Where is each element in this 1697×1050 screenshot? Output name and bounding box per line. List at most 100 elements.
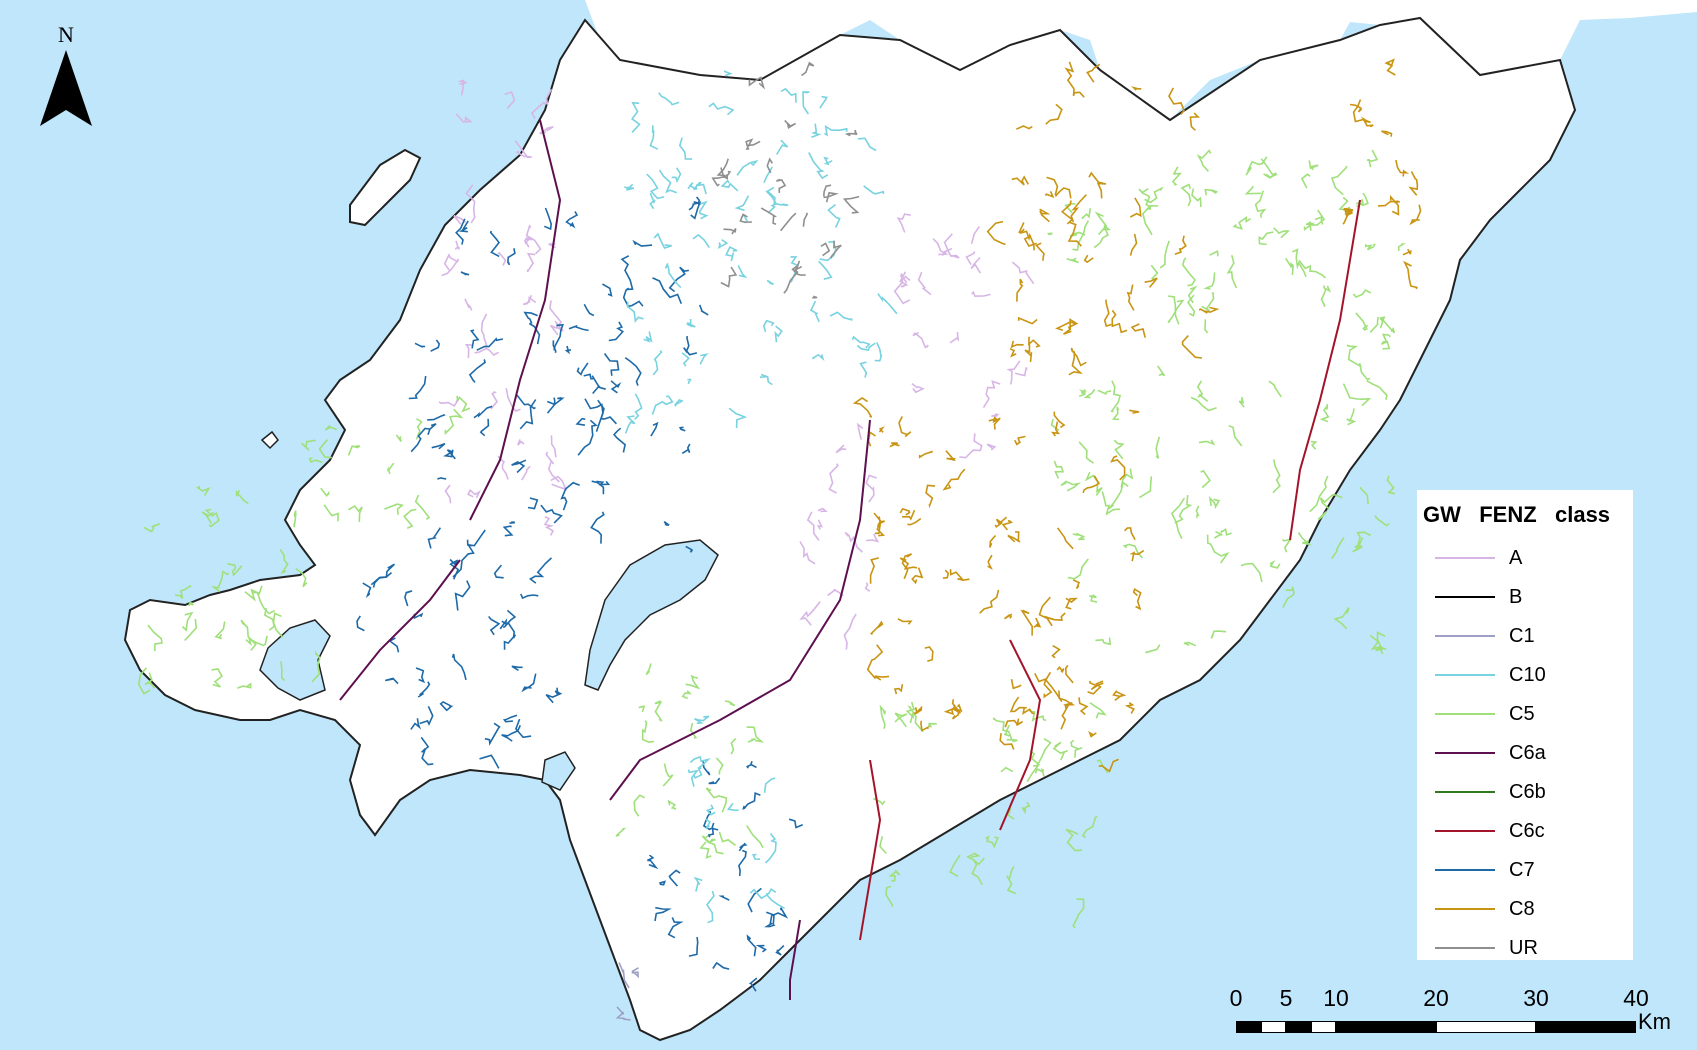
river-segment (1244, 185, 1261, 195)
river-segment (1361, 116, 1374, 128)
river-segment (1111, 309, 1128, 334)
river-segment (1016, 278, 1024, 302)
river-segment (1067, 221, 1082, 247)
river-segment (874, 341, 883, 362)
river-segment (699, 353, 709, 365)
river-segment (823, 156, 833, 166)
river-segment (759, 373, 773, 386)
major-river (999, 639, 1042, 831)
river-segment (749, 888, 785, 909)
river-segment (801, 61, 815, 77)
river-segment (1047, 232, 1053, 236)
river-segment (1132, 587, 1142, 611)
lake-wairarapa (584, 539, 719, 691)
river-segment (1039, 208, 1051, 223)
major-river (339, 559, 461, 701)
river-segment (723, 70, 733, 77)
river-segment (521, 465, 531, 481)
river-segment (615, 827, 627, 837)
river-segment (1083, 254, 1094, 264)
river-segment (699, 841, 712, 859)
river-network (137, 58, 1422, 1021)
river-segment (889, 442, 900, 448)
river-segment (1386, 475, 1396, 495)
river-segment (1346, 344, 1362, 368)
river-segment (1007, 531, 1021, 543)
river-segment (720, 179, 739, 192)
river-segment (1226, 255, 1238, 289)
river-segment (590, 511, 605, 544)
river-segment (509, 521, 515, 524)
river-segment (1198, 306, 1220, 314)
river-segment (701, 833, 724, 855)
river-segment (502, 609, 517, 629)
river-segment (1066, 257, 1079, 264)
river-segment (514, 140, 532, 159)
river-segment (692, 767, 703, 779)
river-segment (1260, 158, 1279, 179)
river-segment (1065, 597, 1079, 610)
river-segment (971, 858, 984, 886)
river-segment (1064, 203, 1076, 214)
river-segment (308, 457, 323, 464)
river-segment (1238, 397, 1245, 408)
river-segment (658, 169, 678, 194)
river-segment (632, 239, 653, 247)
river-segment (1022, 707, 1035, 715)
river-segment (746, 825, 764, 849)
river-segment (767, 190, 789, 206)
river-segment (514, 718, 532, 739)
river-segment (1129, 197, 1142, 218)
river-segment (1089, 702, 1107, 719)
river-segment (1187, 285, 1198, 304)
river-segment (630, 101, 641, 133)
river-segment (1319, 404, 1330, 423)
river-segment (775, 945, 785, 956)
river-segment (1072, 88, 1085, 98)
river-segment (992, 717, 1013, 740)
river-segment (311, 650, 321, 683)
river-segment (1081, 208, 1092, 220)
river-segment (550, 475, 568, 491)
river-segment (899, 557, 918, 570)
river-segment (615, 1006, 631, 1021)
river-segment (970, 257, 982, 274)
river-segment (547, 397, 556, 406)
legend-item: C6a (1417, 741, 1633, 765)
river-segment (911, 382, 925, 394)
legend-label: C6a (1509, 742, 1546, 764)
legend-swatch (1435, 635, 1495, 637)
river-segment (725, 246, 738, 262)
river-segment (1308, 160, 1319, 171)
river-segment (779, 212, 797, 232)
river-segment (362, 582, 372, 599)
river-segment (1101, 491, 1120, 516)
river-segment (705, 818, 711, 830)
river-segment (473, 405, 493, 419)
river-segment (829, 240, 842, 259)
river-segment (878, 426, 885, 433)
river-segment (811, 353, 825, 361)
river-segment (1181, 257, 1196, 287)
river-segment (678, 426, 686, 432)
river-segment (1093, 224, 1111, 249)
river-segment (987, 554, 993, 570)
river-segment (653, 232, 672, 249)
river-segment (235, 489, 249, 505)
river-segment (415, 667, 426, 684)
river-segment (1209, 250, 1219, 257)
river-segment (613, 427, 626, 453)
river-segment (1086, 63, 1101, 83)
river-segment (1381, 318, 1396, 334)
river-segment (540, 504, 563, 524)
river-segment (1144, 186, 1164, 204)
river-segment (1010, 340, 1024, 349)
river-segment (1285, 257, 1294, 276)
river-segment (720, 266, 738, 288)
river-segment (1060, 480, 1082, 492)
river-segment (708, 102, 735, 116)
river-segment (718, 895, 730, 901)
river-segment (1110, 455, 1126, 481)
